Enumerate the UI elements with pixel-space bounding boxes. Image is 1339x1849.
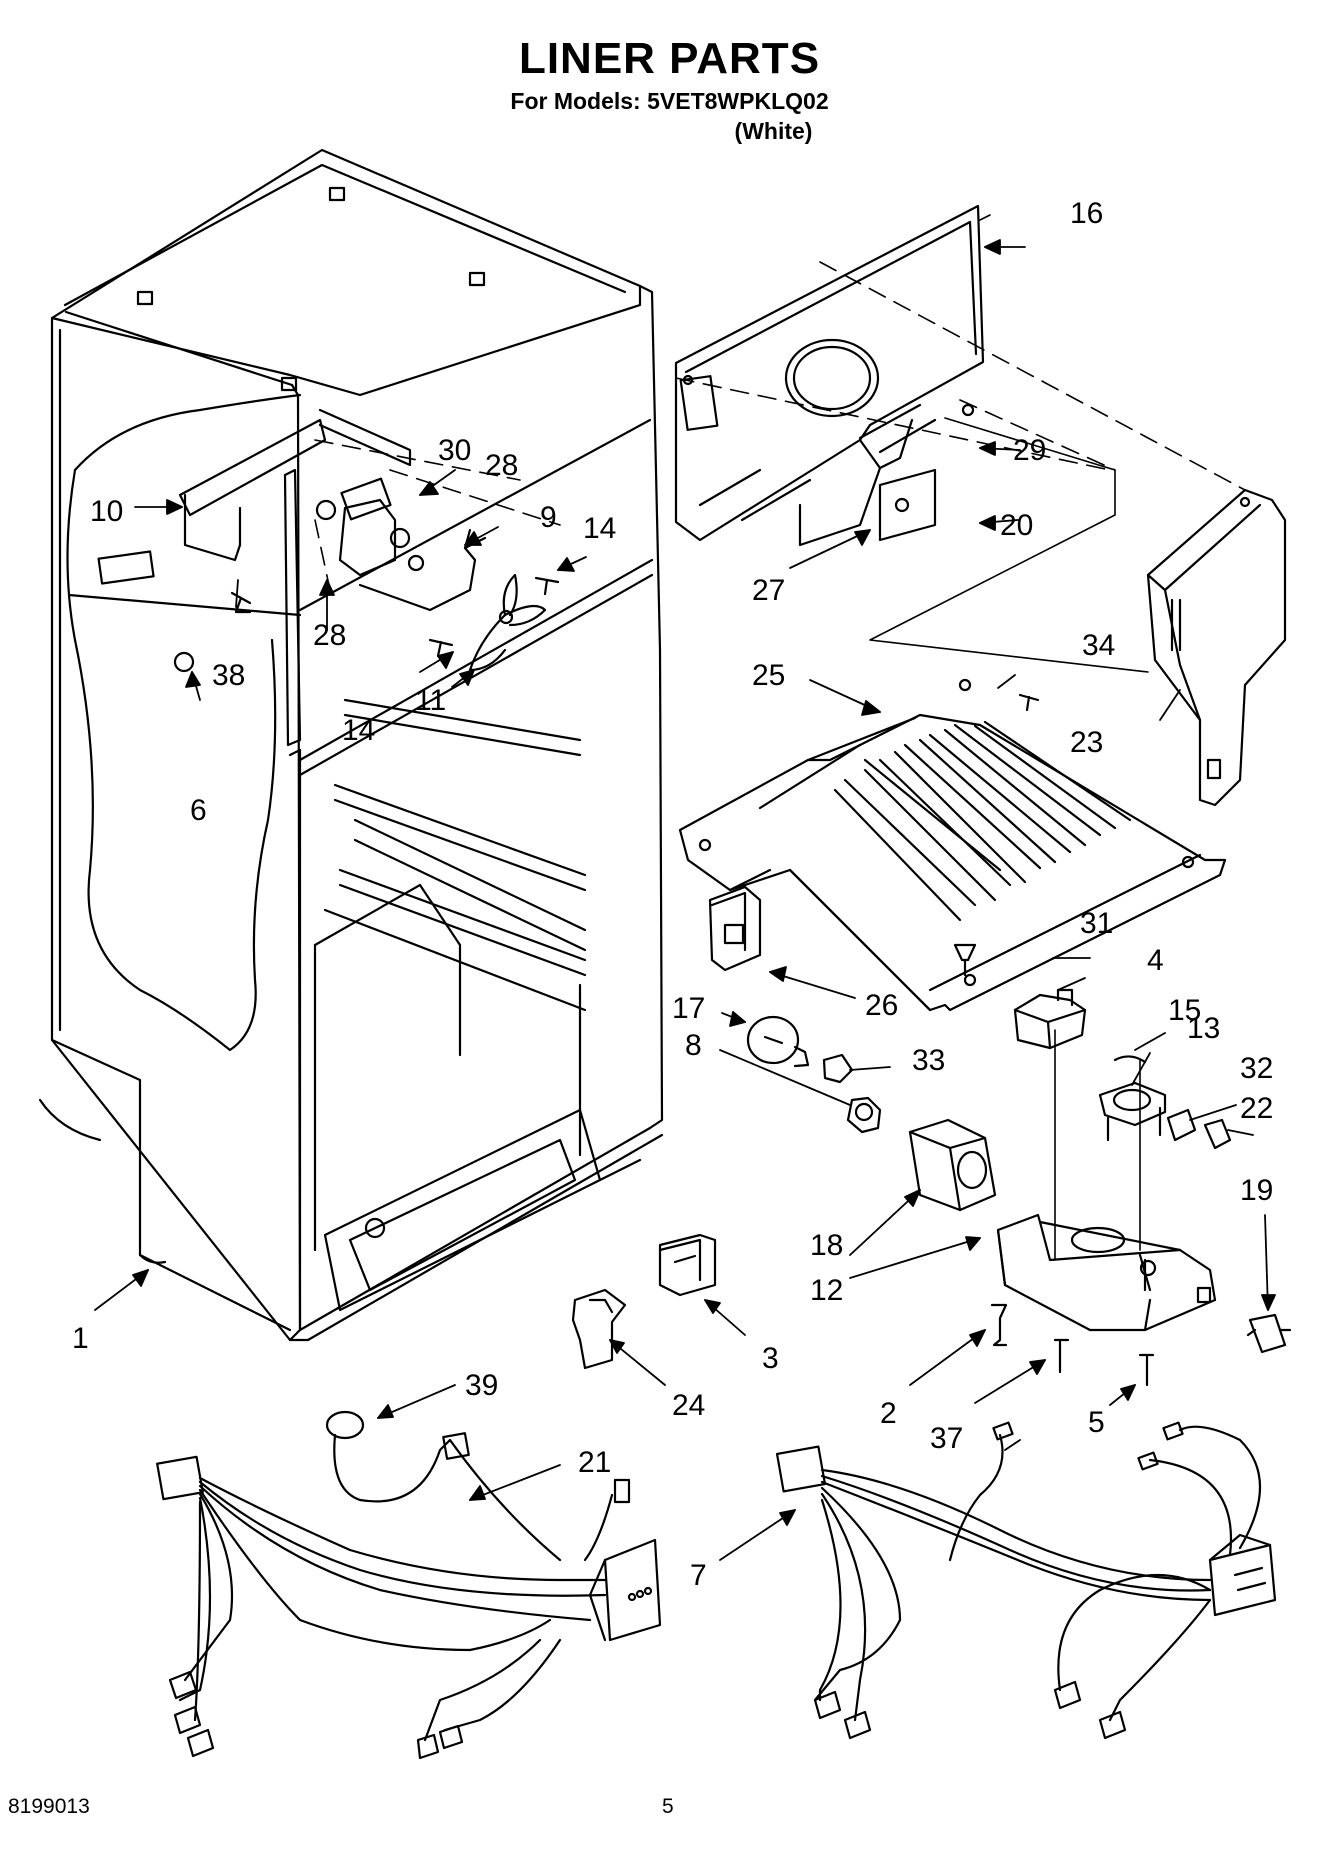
screws-lower [990,1303,1155,1387]
evaporator-tray [678,678,1227,1012]
wire-harness-right [775,1421,1277,1740]
model-subtitle: For Models: 5VET8WPKLQ02 [510,88,829,114]
control-bracket-assembly [97,408,560,673]
callout-10: 10 [90,495,123,528]
callout-28a: 28 [485,449,518,482]
callout-31: 31 [1080,907,1113,940]
callout-14b: 14 [342,714,375,747]
callout-20: 20 [1000,509,1033,542]
callout-21: 21 [578,1446,611,1479]
light-housing [708,885,762,972]
callout-6: 6 [190,794,207,827]
color-variant: (White) [734,118,813,144]
callout-23: 23 [1070,726,1103,759]
callout-19: 19 [1240,1174,1273,1207]
drain-tray-bracket [996,1213,1217,1332]
callout-25: 25 [752,659,785,692]
callout-15: 15 [1168,994,1201,1027]
callout-12: 12 [810,1274,843,1307]
callout-17: 17 [672,992,705,1025]
light-bulb [746,1015,810,1068]
connector-block [571,1288,627,1370]
callout-2: 2 [880,1397,897,1430]
callout-11: 11 [415,684,446,717]
page-title: LINER PARTS [518,34,821,83]
callout-38: 38 [212,659,245,692]
callout-8: 8 [685,1029,702,1062]
callout-39: 39 [465,1369,498,1402]
liner-cabinet [38,148,664,1342]
assembly-reference-lines [314,214,1246,591]
callout-32: 32 [1240,1052,1273,1085]
callout-27: 27 [752,574,785,607]
document-number: 8199013 [8,1795,90,1818]
callout-37: 37 [930,1422,963,1455]
callout-4: 4 [1147,944,1164,977]
callout-28b: 28 [313,619,346,652]
callout-1: 1 [72,1322,89,1355]
callout-leaders [94,239,1276,1561]
callout-24: 24 [672,1389,705,1422]
callout-34: 34 [1082,629,1115,662]
callout-30: 30 [438,434,471,467]
callout-13: 13 [1187,1012,1220,1045]
callout-14a: 14 [583,512,616,545]
control-block [908,1118,997,1212]
wire-harness-left [156,1410,662,1760]
callout-labels: 1 2 3 4 5 6 7 8 9 10 11 12 13 14 14 15 1… [72,197,1273,1592]
fan-shroud-cover [1146,488,1287,807]
callout-22: 22 [1240,1092,1273,1125]
callout-5: 5 [1088,1406,1105,1439]
callout-18: 18 [810,1229,843,1262]
callout-26: 26 [865,989,898,1022]
callout-16: 16 [1070,197,1103,230]
lamp-socket [822,1053,882,1134]
thermostat-group [1013,988,1292,1354]
callout-33: 33 [912,1044,945,1077]
relay-block [658,1233,717,1297]
page-number: 5 [662,1795,674,1818]
callout-9: 9 [540,501,557,534]
callout-3: 3 [762,1342,779,1375]
callout-29: 29 [1013,434,1046,467]
callout-7: 7 [690,1559,707,1592]
evaporator-cover-panel [674,204,985,547]
